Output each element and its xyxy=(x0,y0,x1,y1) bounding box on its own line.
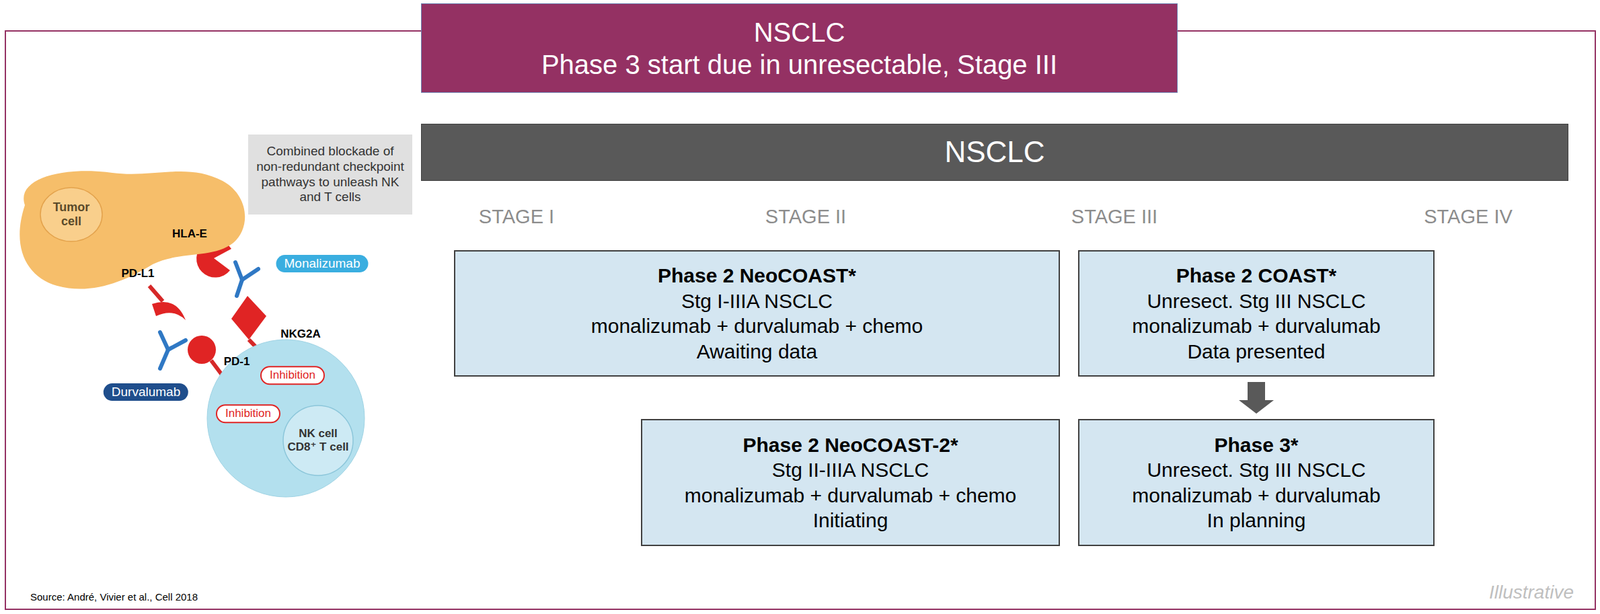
callout-box: Combined blockade of non-redundant check… xyxy=(248,134,413,215)
nucleus xyxy=(283,405,354,476)
node-text: Initiating xyxy=(813,507,889,534)
trial-box: Phase 2 COAST*Unresect. Stg III NSCLCmon… xyxy=(1078,250,1435,377)
box-heading: Phase 3* xyxy=(1213,432,1299,459)
box-heading: Phase 2 COAST* xyxy=(1176,262,1337,289)
node-text: Durvalumab xyxy=(111,384,181,400)
box-heading: Phase 2 NeoCOAST-2* xyxy=(742,432,958,459)
receptor-label: HLA-E xyxy=(172,227,208,241)
stage-label: STAGE I xyxy=(478,205,555,228)
receptor-label: PD-L1 xyxy=(121,267,155,281)
stage-band: NSCLC xyxy=(421,123,1569,181)
drug-pill: Monalizumab xyxy=(276,254,369,273)
source-note: Source: André, Vivier et al., Cell 2018 xyxy=(30,591,198,603)
nkg2a-receptor xyxy=(231,295,267,340)
node-text: monalizumab + durvalumab + chemo xyxy=(591,313,924,339)
watermark: Illustrative xyxy=(1489,581,1574,604)
node-text: Awaiting data xyxy=(696,338,818,365)
pd-l1-receptor xyxy=(151,301,186,321)
title-band: NSCLCPhase 3 start due in unresectable, … xyxy=(421,3,1178,93)
node-text: NK cell CD8⁺ T cell xyxy=(285,427,351,454)
node-text: Tumor cell xyxy=(49,200,93,228)
nucleus xyxy=(40,187,103,242)
tumor-body xyxy=(19,170,245,289)
node-text: monalizumab + durvalumab xyxy=(1131,482,1381,509)
block-arrow xyxy=(1238,382,1274,414)
monalizumab-antibody xyxy=(235,262,259,296)
node-text: Data presented xyxy=(1187,338,1325,365)
stage-label: STAGE III xyxy=(1071,205,1158,228)
nk-body xyxy=(207,339,365,498)
node-text: Inhibition xyxy=(225,406,272,421)
stage-label: STAGE II xyxy=(765,205,847,228)
outer-frame xyxy=(5,30,1596,610)
node-text: NSCLC xyxy=(753,16,846,49)
node-text: Inhibition xyxy=(269,368,316,383)
node-text: Unresect. Stg III NSCLC xyxy=(1146,288,1366,315)
trial-box: Phase 2 NeoCOAST*Stg I-IIIA NSCLCmonaliz… xyxy=(453,250,1060,377)
node-text: Unresect. Stg III NSCLC xyxy=(1146,457,1366,483)
receptor-label: NKG2A xyxy=(280,327,321,341)
node-text: Monalizumab xyxy=(284,256,361,272)
trial-box: Phase 2 NeoCOAST-2*Stg II-IIIA NSCLCmona… xyxy=(640,418,1060,547)
node-text: NSCLC xyxy=(944,134,1045,171)
drug-pill: Durvalumab xyxy=(103,383,189,401)
receptor-label: PD-1 xyxy=(223,355,251,369)
inhibition-pill: Inhibition xyxy=(260,365,325,385)
node-text: Stg I-IIIA NSCLC xyxy=(681,288,833,315)
node-text: monalizumab + durvalumab xyxy=(1131,313,1381,339)
node-text: Stg II-IIIA NSCLC xyxy=(772,457,929,483)
node-text: Phase 3 start due in unresectable, Stage… xyxy=(541,48,1058,81)
box-heading: Phase 2 NeoCOAST* xyxy=(657,262,857,289)
node-text: monalizumab + durvalumab + chemo xyxy=(684,482,1017,509)
durvalumab-antibody xyxy=(160,332,186,369)
trial-box: Phase 3*Unresect. Stg III NSCLCmonalizum… xyxy=(1078,418,1435,547)
receptor-stalk xyxy=(149,285,163,302)
inhibition-pill: Inhibition xyxy=(215,404,281,424)
node-text: In planning xyxy=(1207,507,1307,534)
node-text: Combined blockade of non-redundant check… xyxy=(253,143,407,206)
pd-1-receptor xyxy=(187,335,216,364)
stage-label: STAGE IV xyxy=(1423,205,1513,228)
